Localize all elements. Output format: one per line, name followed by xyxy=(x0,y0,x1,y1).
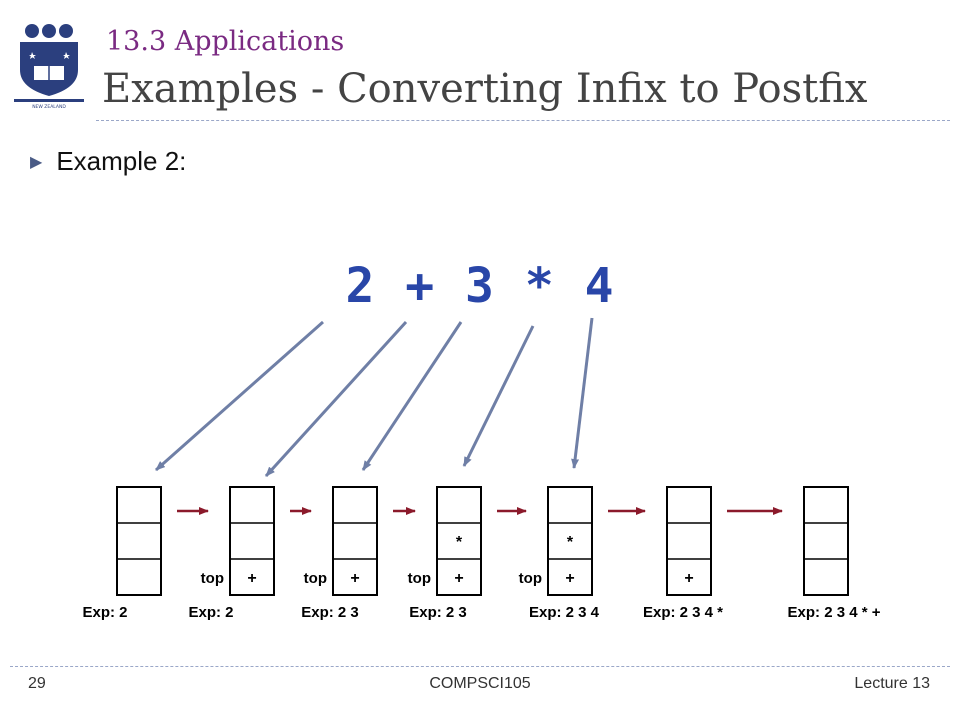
top-pointer-label: top xyxy=(201,570,224,587)
postfix-output-label: Exp: 2 3 4 * xyxy=(643,604,723,621)
university-logo: NEW ZEALAND xyxy=(14,22,84,110)
postfix-output-label: Exp: 2 3 xyxy=(409,604,467,621)
slide-title: Examples - Converting Infix to Postfix xyxy=(102,66,868,112)
top-pointer-label: top xyxy=(519,570,542,587)
token-pointer-arrow xyxy=(264,320,408,478)
stack-cell-symbol: + xyxy=(247,570,256,587)
svg-text:NEW ZEALAND: NEW ZEALAND xyxy=(32,104,66,110)
top-pointer-label: top xyxy=(304,570,327,587)
stack-frame xyxy=(436,486,482,596)
page-number: 29 xyxy=(28,675,46,692)
postfix-output-label: Exp: 2 3 4 xyxy=(529,604,600,621)
top-pointer-label: top xyxy=(408,570,431,587)
stack-cell-symbol: * xyxy=(456,534,463,551)
footer-divider xyxy=(10,666,950,667)
slide-subtitle: 13.3 Applications xyxy=(106,26,345,57)
token-pointer-arrow xyxy=(462,325,535,467)
stack-frame xyxy=(803,486,849,596)
bullet-triangle-icon: ▶ xyxy=(30,152,43,171)
stack-cell-symbol: + xyxy=(350,570,359,587)
stack-frame xyxy=(332,486,378,596)
lecture-label: Lecture 13 xyxy=(854,675,930,692)
stack: Exp: 2 3 4 * + xyxy=(788,486,881,621)
token-pointer-arrow xyxy=(361,321,463,471)
postfix-output-label: Exp: 2 xyxy=(188,604,233,621)
stack-cell-symbol: * xyxy=(567,534,574,551)
stack-frame xyxy=(666,486,712,596)
stack-frame xyxy=(547,486,593,596)
token-pointer-arrow xyxy=(571,317,594,469)
header-divider xyxy=(96,120,950,121)
stack-cell-symbol: + xyxy=(565,570,574,587)
token-pointer-arrow xyxy=(155,320,324,472)
stack-frame xyxy=(116,486,162,596)
infix-expression: 2 + 3 * 4 xyxy=(345,258,615,314)
stack-frame xyxy=(229,486,275,596)
postfix-output-label: Exp: 2 3 xyxy=(301,604,359,621)
bullet-text: Example 2: xyxy=(56,146,187,176)
postfix-output-label: Exp: 2 3 4 * + xyxy=(788,604,881,621)
bullet-item: ▶ Example 2: xyxy=(30,146,186,177)
course-name: COMPSCI105 xyxy=(429,675,531,692)
stack-cell-symbol: + xyxy=(454,570,463,587)
postfix-output-label: Exp: 2 xyxy=(82,604,127,621)
stack: Exp: 2 xyxy=(82,486,162,621)
stack: + Exp: 2 3 4 * xyxy=(643,486,723,621)
stack-cell-symbol: + xyxy=(684,570,693,587)
